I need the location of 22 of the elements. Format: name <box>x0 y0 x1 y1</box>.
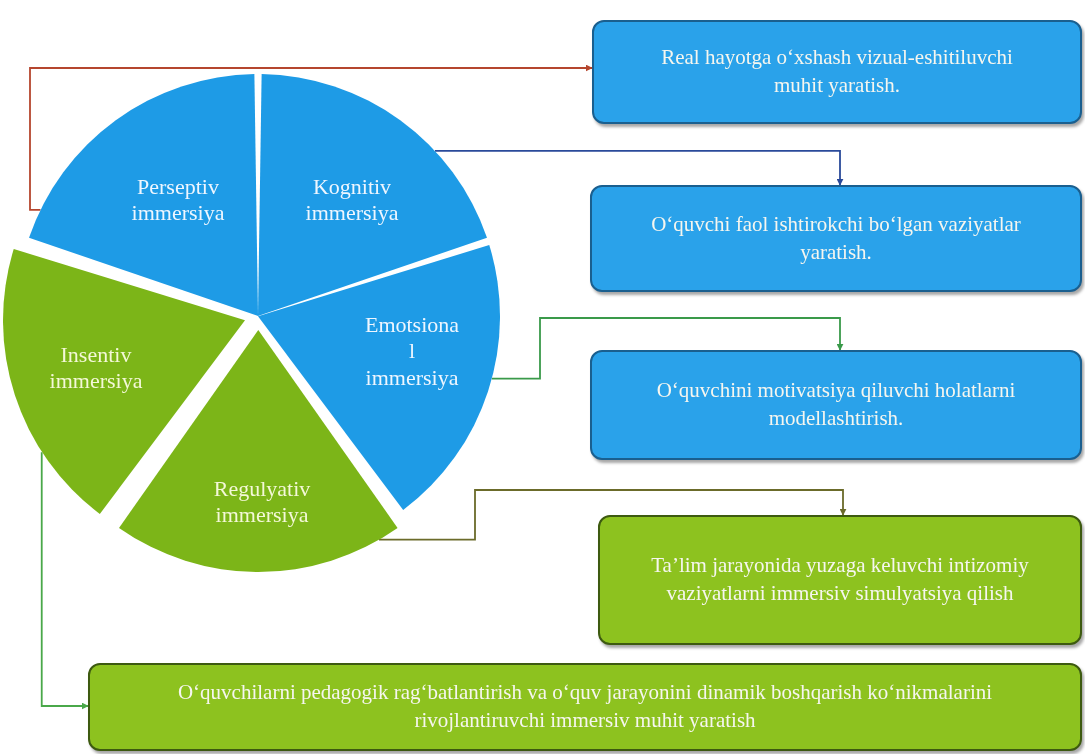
box-text: O‘quvchini motivatsiya qiluvchi holatlarni modellashtirish. <box>655 377 1017 432</box>
box-text: Real hayotga o‘xshash vizual-eshitiluvchi muhit yaratish. <box>660 44 1014 99</box>
box-text: O‘quvchilarni pedagogik rag‘batlantirish va o‘quv jarayonini dinamik boshqarish ko‘nikmalarini rivojlantiruvchi immersiv muhit yaratish <box>176 679 994 734</box>
slice-label: Emotsiona l immersiya <box>364 312 460 392</box>
slice-label: Kognitiv immersiya <box>304 173 400 227</box>
connector-arrow <box>378 489 847 541</box>
box-text: Ta’lim jarayonida yuzaga keluvchi intizomiy vaziyatlarni immersiv simulyatsiya qilish <box>650 552 1030 607</box>
process-box <box>592 20 1082 124</box>
pie-slice <box>258 74 487 316</box>
process-box <box>598 515 1082 645</box>
slice-label: Regulyativ immersiya <box>212 475 312 529</box>
connector-arrow <box>490 317 844 380</box>
slice-label: Perseptiv immersiya <box>130 173 226 227</box>
pie-slice <box>29 74 258 316</box>
connector-arrow <box>40 451 89 710</box>
process-box <box>590 185 1082 292</box>
slice-label: Insentiv immersiya <box>48 341 144 395</box>
connector-arrow <box>29 64 593 211</box>
process-box <box>590 350 1082 460</box>
connector-arrow <box>434 150 844 186</box>
process-box <box>88 663 1082 751</box>
box-text: O‘quvchi faol ishtirokchi bo‘lgan vaziyatlar yaratish. <box>650 210 1022 266</box>
